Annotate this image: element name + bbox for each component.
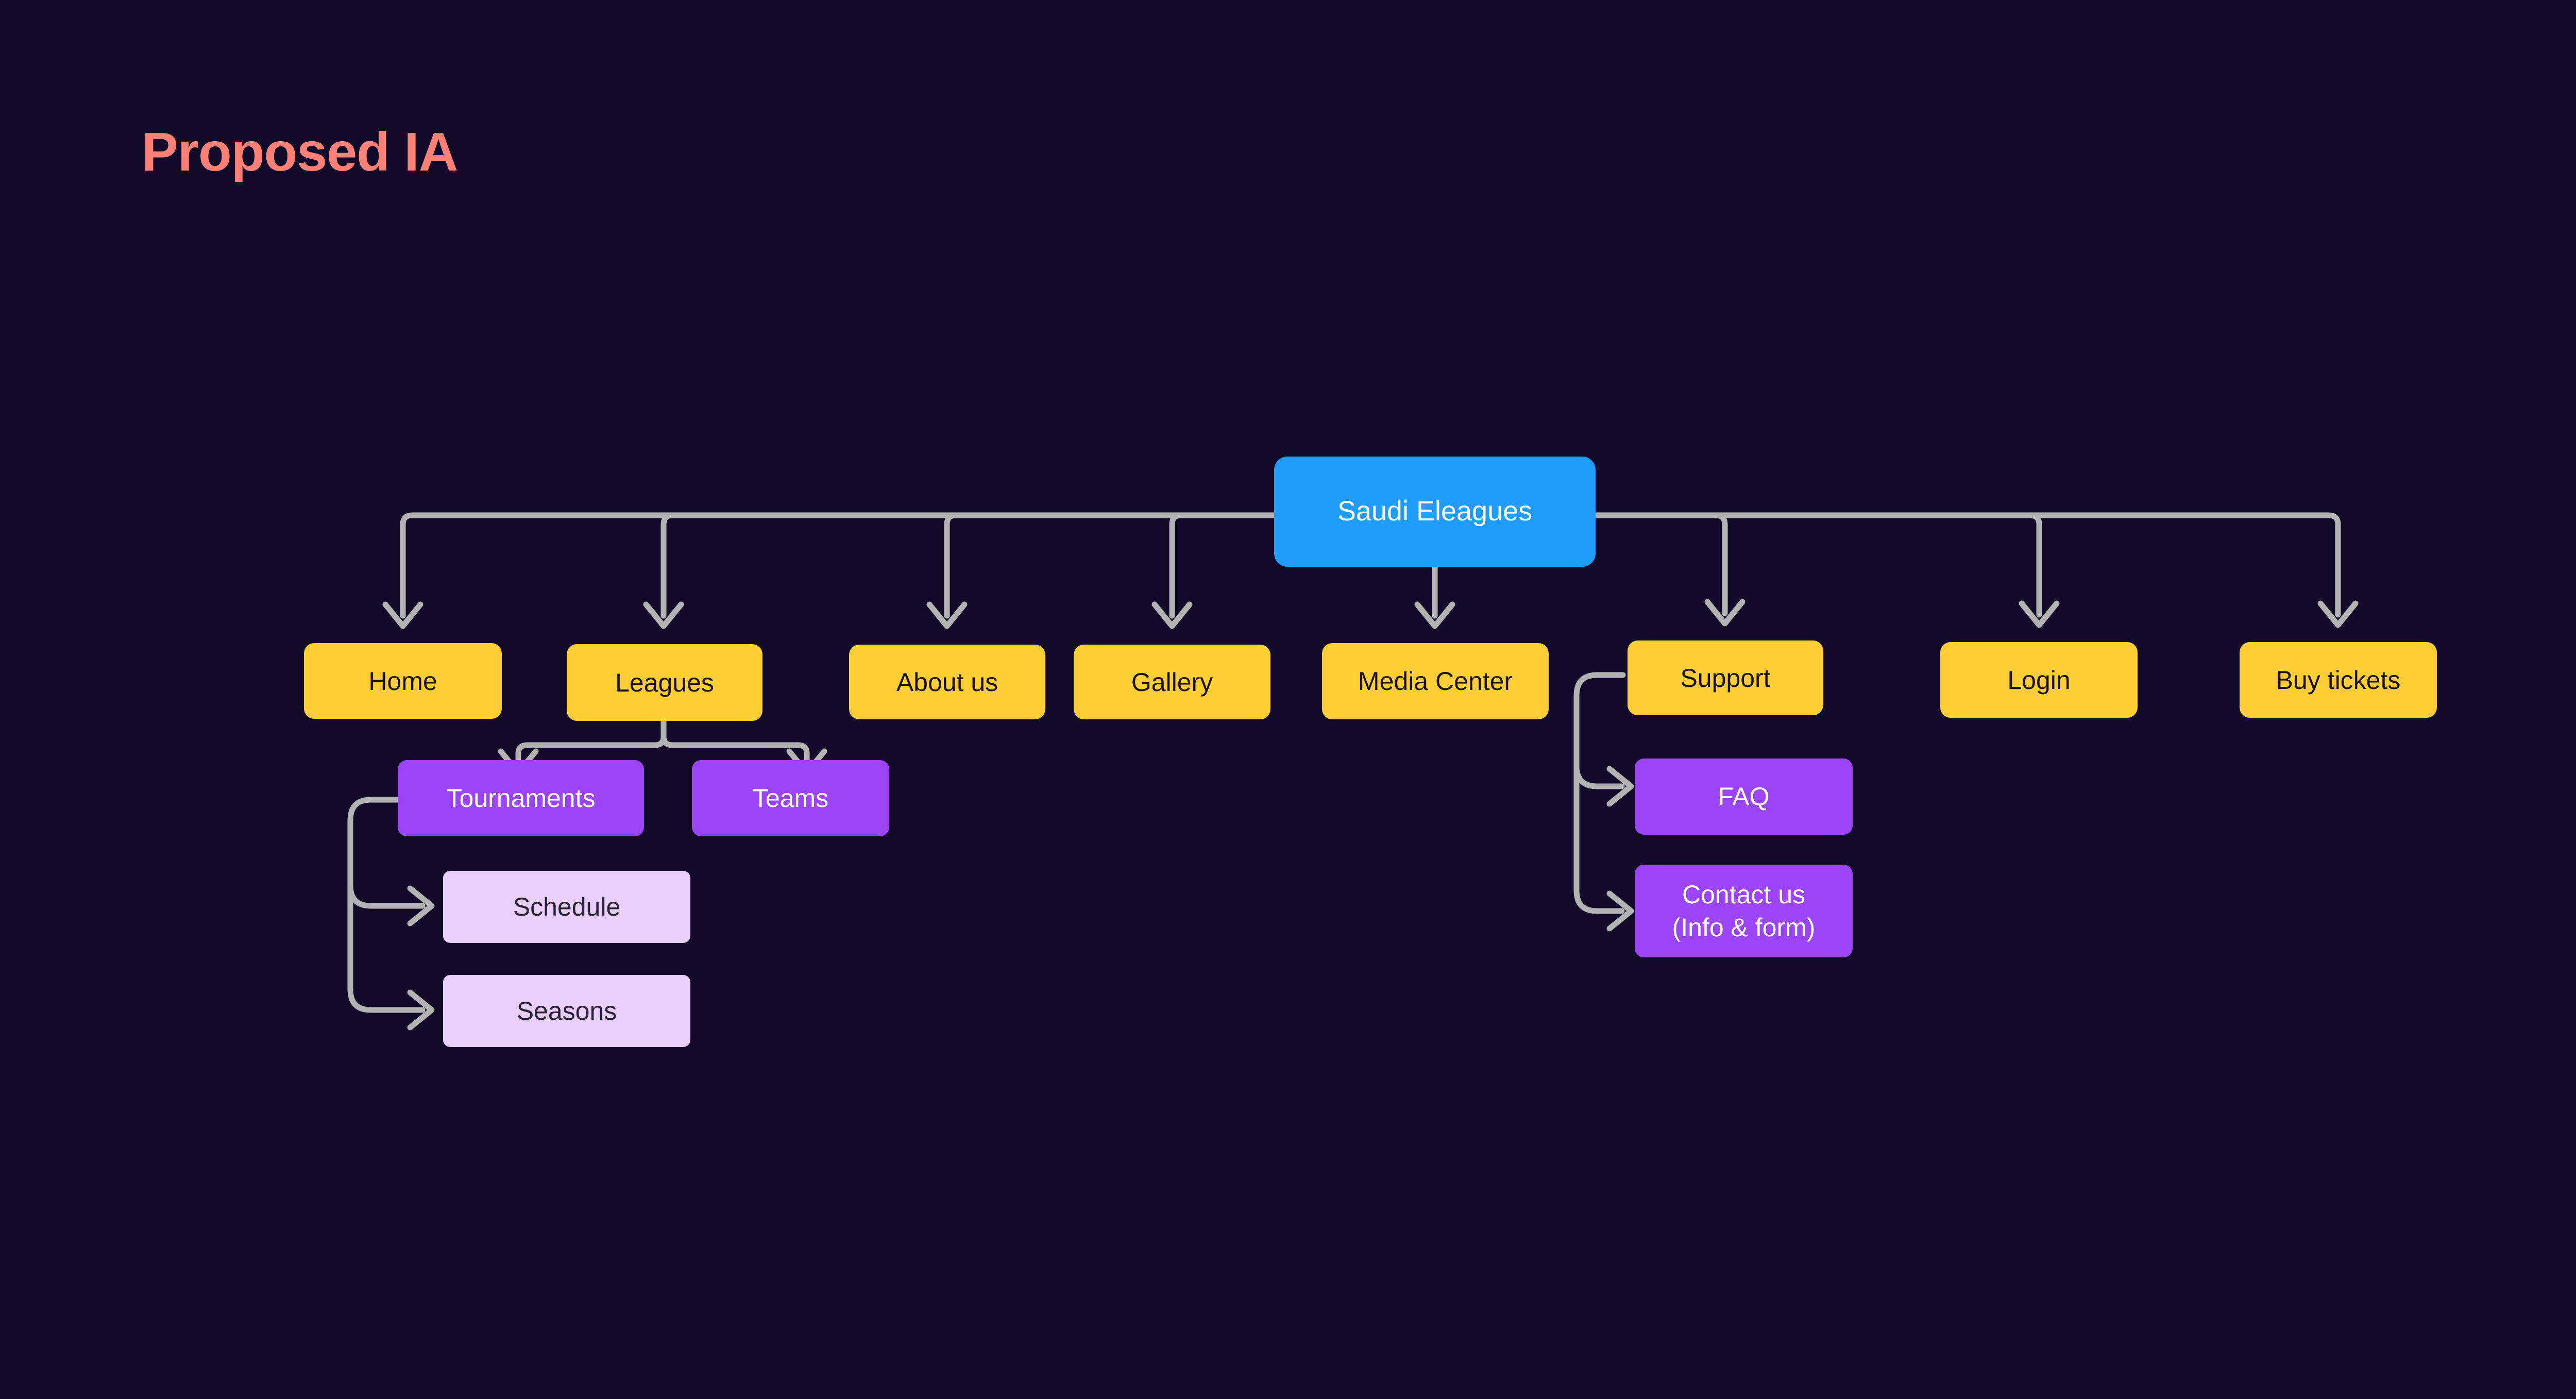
node-buy-tickets[interactable]: Buy tickets bbox=[2240, 642, 2437, 718]
edge-leagues-to-teams bbox=[660, 717, 810, 766]
node-label: Leagues bbox=[615, 668, 714, 697]
edge-root-to-gallery bbox=[1169, 512, 1277, 619]
arrowhead-tickets bbox=[2317, 600, 2359, 628]
arrowhead-schedule bbox=[407, 885, 435, 926]
edge-root-to-tickets bbox=[1592, 512, 2341, 618]
edge-root-to-support bbox=[1592, 512, 1728, 616]
node-login[interactable]: Login bbox=[1940, 642, 2138, 718]
arrowhead-seasons bbox=[407, 989, 435, 1031]
edge-root-to-about bbox=[944, 512, 1277, 619]
edge-tournaments-to-seasons bbox=[347, 821, 426, 1013]
node-label: Saudi Eleagues bbox=[1337, 496, 1533, 527]
edge-support-to-contact bbox=[1573, 698, 1625, 914]
node-label: Teams bbox=[752, 784, 829, 813]
node-root-saudi-eleagues[interactable]: Saudi Eleagues bbox=[1274, 457, 1596, 567]
node-schedule[interactable]: Schedule bbox=[443, 871, 690, 943]
edge-root-to-leagues bbox=[660, 512, 1277, 619]
node-tournaments[interactable]: Tournaments bbox=[398, 760, 644, 836]
node-contact-us[interactable]: Contact us (Info & form) bbox=[1635, 865, 1853, 957]
node-leagues[interactable]: Leagues bbox=[567, 644, 762, 721]
node-gallery[interactable]: Gallery bbox=[1074, 645, 1270, 719]
node-home[interactable]: Home bbox=[304, 643, 502, 719]
arrowhead-support bbox=[1704, 599, 1745, 627]
page-title: Proposed IA bbox=[142, 122, 458, 182]
node-label: Gallery bbox=[1131, 667, 1213, 697]
node-teams[interactable]: Teams bbox=[692, 760, 889, 836]
arrowhead-faq bbox=[1606, 766, 1634, 807]
node-label: Seasons bbox=[516, 997, 617, 1025]
arrowhead-gallery bbox=[1151, 601, 1193, 629]
node-label: Buy tickets bbox=[2276, 665, 2401, 695]
node-label: Schedule bbox=[513, 892, 621, 921]
node-label: FAQ bbox=[1718, 782, 1770, 811]
node-label: About us bbox=[896, 667, 998, 697]
contact-line-2: (Info & form) bbox=[1672, 913, 1816, 942]
edge-leagues-to-tournaments bbox=[515, 717, 667, 766]
arrowhead-home bbox=[382, 601, 423, 629]
edge-root-to-home bbox=[400, 512, 1277, 619]
node-label: Login bbox=[2007, 665, 2071, 695]
node-label: Contact us (Info & form) bbox=[1667, 878, 1821, 944]
arrowhead-login bbox=[2019, 600, 2060, 628]
node-label: Media Center bbox=[1358, 667, 1513, 696]
node-support[interactable]: Support bbox=[1628, 640, 1823, 715]
node-media-center[interactable]: Media Center bbox=[1322, 643, 1549, 719]
node-label: Home bbox=[368, 666, 437, 696]
edge-root-to-login bbox=[1592, 512, 2042, 618]
contact-line-1: Contact us bbox=[1682, 880, 1805, 909]
node-about-us[interactable]: About us bbox=[849, 645, 1045, 719]
arrowhead-media bbox=[1414, 601, 1455, 629]
node-label: Support bbox=[1680, 663, 1771, 693]
arrowhead-about bbox=[926, 601, 968, 629]
node-label: Tournaments bbox=[446, 784, 596, 813]
arrowhead-contact bbox=[1606, 890, 1634, 932]
node-seasons[interactable]: Seasons bbox=[443, 975, 690, 1047]
node-faq[interactable]: FAQ bbox=[1635, 759, 1853, 835]
edge-support-to-faq bbox=[1573, 672, 1626, 789]
arrowhead-leagues bbox=[643, 601, 684, 629]
